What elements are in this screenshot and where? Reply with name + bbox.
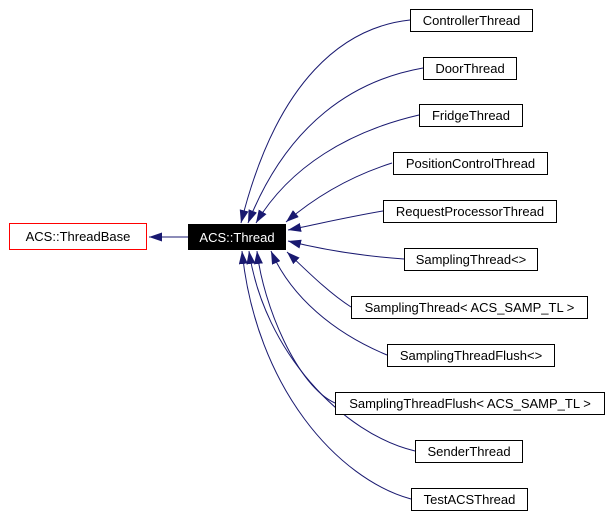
edge-sampling-thread-flush (270, 250, 388, 356)
node-acs-threadbase[interactable]: ACS::ThreadBase (9, 223, 147, 250)
node-acs-thread: ACS::Thread (188, 224, 286, 250)
edge-door-thread (247, 67, 424, 224)
edge-fridge-thread (255, 114, 420, 224)
node-test-acs-thread[interactable]: TestACSThread (411, 488, 528, 511)
edge-controller-thread (239, 19, 411, 224)
node-door-thread[interactable]: DoorThread (423, 57, 517, 80)
node-sampling-thread-acs-samp-tl[interactable]: SamplingThread< ACS_SAMP_TL > (351, 296, 588, 319)
node-sampling-thread-flush[interactable]: SamplingThreadFlush<> (387, 344, 555, 367)
edge-sender-thread (246, 250, 416, 452)
node-sampling-thread[interactable]: SamplingThread<> (404, 248, 538, 271)
node-fridge-thread[interactable]: FridgeThread (419, 104, 523, 127)
node-sender-thread[interactable]: SenderThread (415, 440, 523, 463)
edge-sampling-thread (287, 239, 405, 260)
node-controller-thread[interactable]: ControllerThread (410, 9, 533, 32)
edge-sampling-thread-flush-acs-samp-tl (253, 250, 336, 404)
edge-test-acs-thread (238, 250, 412, 500)
node-sampling-thread-flush-acs-samp-tl[interactable]: SamplingThreadFlush< ACS_SAMP_TL > (335, 392, 605, 415)
edge-request-processor-thread (287, 210, 384, 232)
node-position-control-thread[interactable]: PositionControlThread (393, 152, 548, 175)
edge-position-control-thread (285, 162, 393, 223)
node-request-processor-thread[interactable]: RequestProcessorThread (383, 200, 557, 223)
edge-sampling-thread-acs-samp-tl (286, 251, 352, 308)
